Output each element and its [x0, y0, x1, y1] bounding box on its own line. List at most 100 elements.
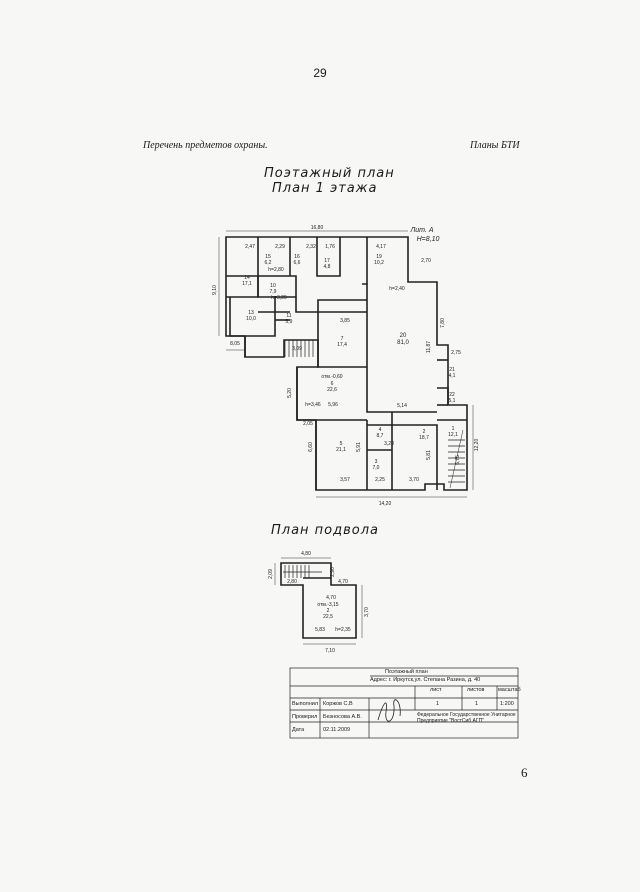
page-number-top: 29 [313, 66, 327, 80]
basement-dim-top: 4,80 [301, 551, 311, 557]
dim-309: 3,09 [292, 346, 302, 352]
room-2-id: 2 [423, 429, 426, 435]
dim-232: 2,32 [306, 244, 316, 250]
room-16-id: 16 [294, 254, 300, 260]
mark-h320: h=3,20 [271, 295, 287, 301]
dim-596: 5,96 [328, 402, 338, 408]
basement-stairs [283, 565, 322, 578]
mark-h240: h=2,40 [389, 286, 405, 292]
dim-581: 5,81 [426, 450, 432, 460]
dim-385: 3,85 [340, 318, 350, 324]
first-floor-walls [225, 236, 468, 491]
floor-plan-title: Поэтажный план [264, 166, 395, 181]
header-left: Перечень предметов охраны. [143, 140, 268, 151]
dim-205: 2,05 [303, 421, 313, 427]
dim-370: 3,70 [409, 477, 419, 483]
basement-title: План подвола [271, 523, 380, 538]
basement-dimension-lines [274, 557, 363, 645]
tb-sheets-label: листов [467, 687, 485, 693]
room-16-area: 6,6 [294, 260, 301, 266]
tb-scale: 1:200 [500, 701, 514, 707]
tb-check-label: Проверил [292, 714, 318, 720]
tb-sheet-label: лист [430, 687, 442, 693]
dim-591: 5,91 [356, 442, 362, 452]
room-4-area: 8,7 [377, 433, 384, 439]
page-number-bottom: 6 [521, 765, 528, 780]
tb-date-label: Дата [292, 727, 305, 733]
basement-dim-470: 4,70 [338, 579, 348, 585]
tb-done-name: Коржов С.В [323, 701, 353, 707]
tb-address: Адрес: г. Иркутск,ул. Степана Разина, д.… [370, 677, 481, 683]
basement-dim-right: 3,70 [364, 607, 370, 617]
room-1-area: 12,1 [448, 432, 458, 438]
tb-sheet: 1 [436, 701, 440, 707]
room-7-id: 7 [341, 336, 344, 342]
dim-247: 2,47 [245, 244, 255, 250]
tb-sheets: 1 [475, 701, 479, 707]
mark-otm: отм.-0,60 [321, 374, 342, 380]
dim-1187: 11,87 [426, 341, 432, 353]
room-3-id: 3 [375, 459, 378, 465]
dim-357: 3,57 [340, 477, 350, 483]
title-block: Поэтажный план Адрес: г. Иркутск,ул. Сте… [290, 668, 521, 738]
dim-1220: 12,20 [474, 439, 480, 452]
room-15-id: 15 [265, 254, 271, 260]
room-11-id: 11 [286, 313, 291, 319]
dim-780: 7,80 [440, 318, 446, 328]
basement-dim-280: 2,80 [287, 579, 297, 585]
header-right: Планы БТИ [470, 140, 520, 151]
room-15-area: 6,2 [265, 260, 272, 266]
basement-dim-470b: 4,70 [326, 595, 336, 601]
basement-room-height: h=2,35 [335, 627, 351, 633]
dim-660: 6,60 [308, 442, 314, 452]
dim-417: 4,17 [376, 244, 386, 250]
room-6-id: 6 [331, 381, 334, 387]
room-17-id: 17 [324, 258, 330, 264]
basement-walls [280, 562, 357, 639]
tb-scale-label: масштаб [498, 687, 521, 693]
room-11-area: 5,9 [286, 319, 293, 325]
room-7-area: 17,4 [337, 342, 347, 348]
dim-575: 5,75 [455, 455, 461, 465]
first-floor-title: План 1 этажа [272, 181, 378, 196]
room-10-area: 7,9 [270, 289, 277, 295]
dim-top-total: 16,80 [311, 225, 324, 231]
tb-check-name: Безносова А.В. [323, 714, 362, 720]
dim-bottom-total: 14,20 [379, 501, 392, 507]
room-21-area: 4,1 [449, 373, 456, 379]
room-5-id: 5 [340, 441, 343, 447]
room-14-area: 17,1 [242, 281, 252, 287]
dim-275: 2,75 [451, 350, 461, 356]
mark-h280: h=2,80 [268, 267, 284, 273]
room-1-id: 1 [452, 426, 455, 432]
room-22-id: 22 [449, 392, 455, 398]
room-17-area: 4,8 [324, 264, 331, 270]
room-10-id: 10 [270, 283, 276, 289]
dim-176: 1,76 [325, 244, 335, 250]
basement-labels: 4,80 2,09 2,80 4,70 4,70 2,90 3,70 7,10 … [268, 551, 370, 654]
dim-225: 2,25 [375, 477, 385, 483]
title-block-frame [289, 667, 519, 739]
dim-270: 2,70 [421, 258, 431, 264]
tb-done-label: Выполнил [292, 701, 319, 707]
room-4-id: 4 [379, 427, 382, 433]
dim-514: 5,14 [397, 403, 407, 409]
room-19-area: 10,2 [374, 260, 384, 266]
signature-icon [377, 699, 401, 722]
room-13-id: 13 [248, 310, 254, 316]
dim-800: 8,05 [230, 341, 240, 347]
dim-328: 3,28 [384, 441, 394, 447]
room-20-id: 20 [400, 333, 407, 339]
tb-org: Федеральное Государственное Унитарное Пр… [417, 712, 516, 724]
room-6-area: 22,6 [327, 387, 337, 393]
first-floor-labels: 16,80 14,20 9,10 2,47 2,29 2,32 1,76 4,1… [212, 225, 480, 507]
lit-label: Лит. А [409, 227, 433, 234]
basement-otm: отм.-3,15 [317, 602, 338, 608]
dim-229: 2,29 [275, 244, 285, 250]
basement-dim-inner: 5,83 [315, 627, 325, 633]
tb-date: 02.11.2009 [323, 727, 351, 733]
dim-520: 5,20 [287, 388, 293, 398]
basement-room-id: 2 [327, 608, 330, 614]
room-21-id: 21 [449, 367, 455, 373]
room-5-area: 21,1 [336, 447, 346, 453]
